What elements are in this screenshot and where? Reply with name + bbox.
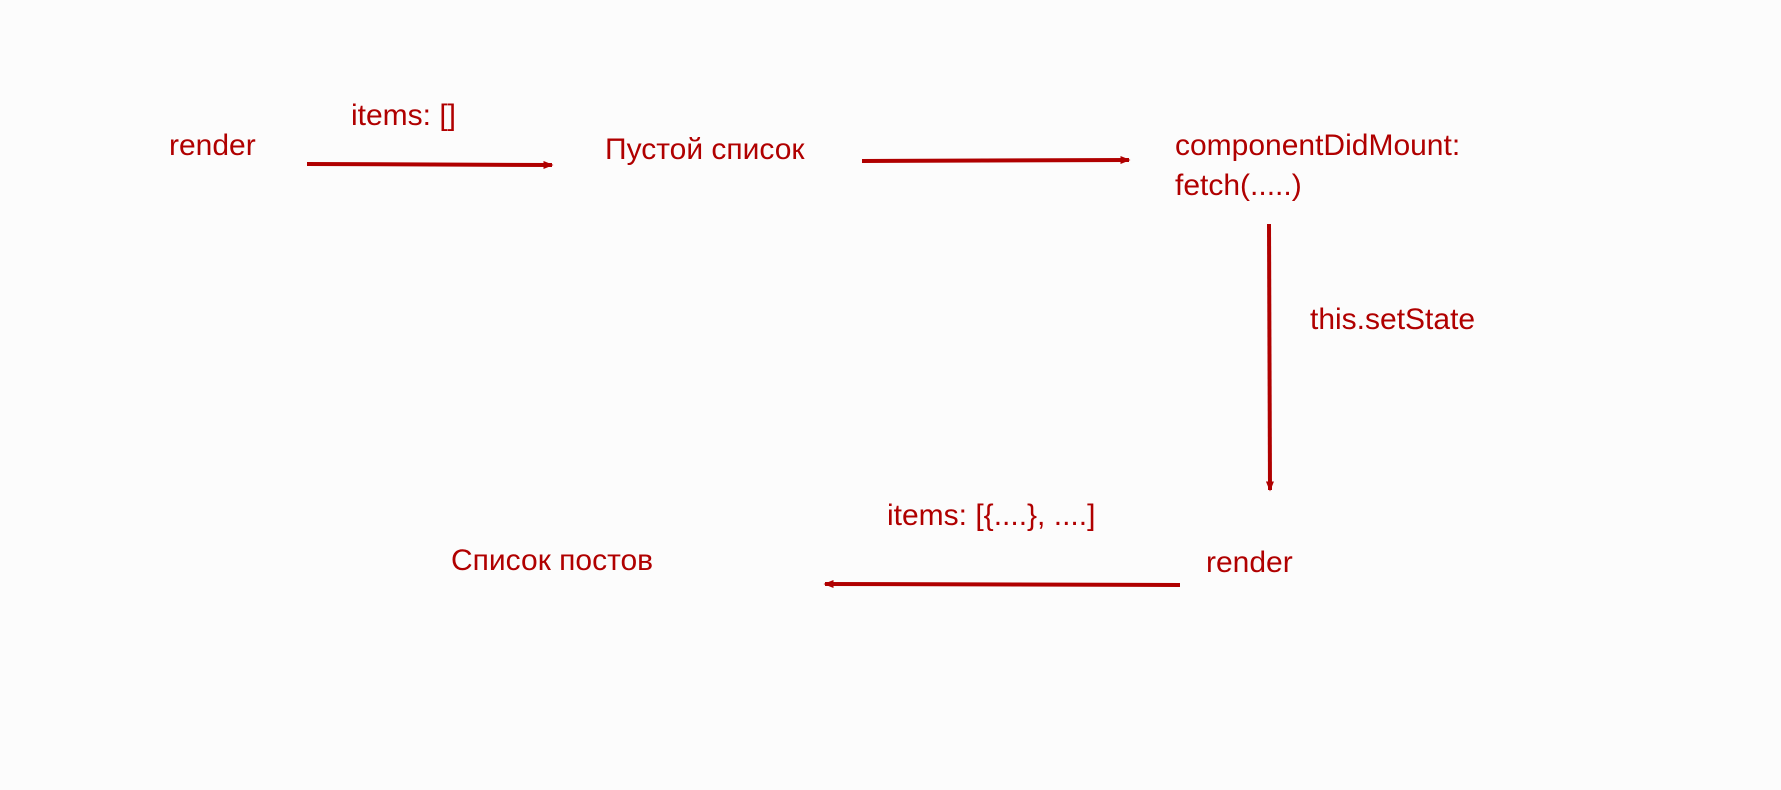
node-render-start: render	[169, 129, 256, 162]
node-posts-list: Список постов	[451, 544, 654, 577]
node-render-after: render	[1206, 546, 1293, 579]
arrow-render-to-posts-list	[823, 580, 1181, 589]
arrow-render-to-empty-list	[306, 160, 554, 169]
edge-label-items-empty: items: []	[351, 99, 457, 132]
edge-label-set-state: this.setState	[1310, 303, 1476, 336]
arrow-empty-list-to-mount	[861, 156, 1131, 165]
node-component-did-mount: componentDidMount: fetch(.....)	[1175, 126, 1460, 206]
edge-label-items-filled: items: [{....}, ....]	[887, 499, 1096, 532]
arrow-fetch-to-render	[1265, 223, 1274, 492]
node-fetch-line: fetch(.....)	[1175, 169, 1302, 202]
node-mount-line: componentDidMount:	[1175, 129, 1461, 162]
node-empty-list: Пустой список	[605, 133, 805, 166]
